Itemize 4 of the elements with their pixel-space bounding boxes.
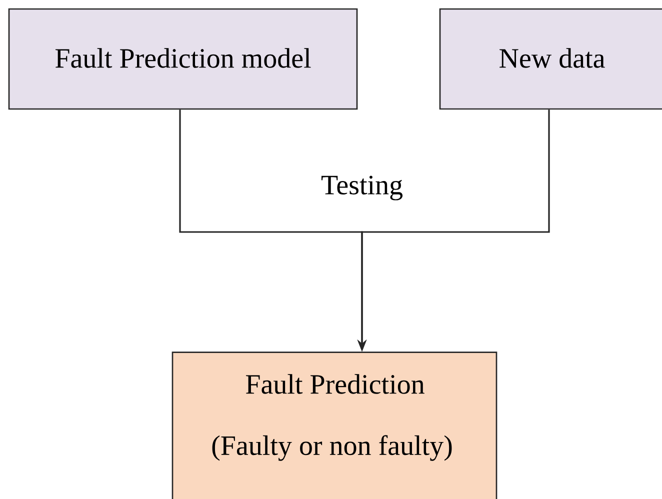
text-label: Testing xyxy=(321,176,403,200)
process-box: Fault Prediction (Faulty or non faulty) xyxy=(172,352,498,499)
process-box: Fault Prediction model xyxy=(8,8,358,110)
process-box: New data xyxy=(439,8,662,110)
